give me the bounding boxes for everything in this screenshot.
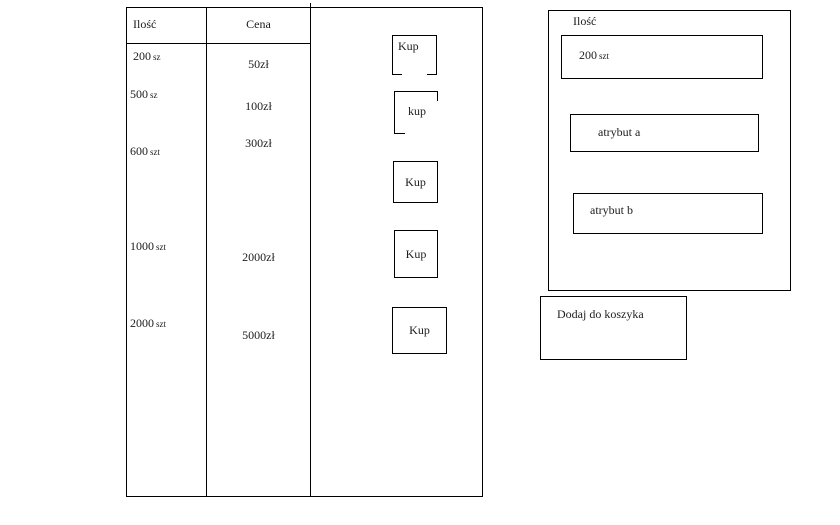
quantity-unit: szt — [150, 147, 160, 157]
quantity-value: 500 — [130, 87, 148, 101]
selected-quantity-unit: szt — [599, 51, 609, 61]
quantity-unit: szt — [156, 242, 166, 252]
price-cell: 2000zł — [242, 250, 275, 264]
table-header-divider — [126, 43, 311, 44]
quantity-value: 600 — [130, 144, 148, 158]
panel-quantity-label: Ilość — [573, 14, 597, 28]
quantity-unit: szt — [156, 319, 166, 329]
column-header-quantity: Ilość — [133, 17, 157, 31]
buy-button-row-5[interactable]: Kup — [392, 307, 447, 354]
quantity-value: 2000 — [130, 316, 154, 330]
table-column-divider-1 — [206, 7, 207, 497]
selected-quantity-value: 200 — [579, 48, 597, 62]
price-cell: 50zł — [248, 57, 269, 71]
price-cell: 100zł — [245, 99, 272, 113]
buy-button-row-3[interactable]: Kup — [393, 161, 438, 203]
quantity-unit: sz — [150, 90, 158, 100]
quantity-unit: sz — [153, 52, 161, 62]
buy-button-row-2[interactable]: kup — [394, 91, 438, 134]
price-cell: 5000zł — [242, 328, 275, 342]
quantity-value: 1000 — [130, 239, 154, 253]
price-cell: 300zł — [245, 136, 272, 150]
column-header-price: Cena — [246, 17, 271, 31]
add-to-cart-button[interactable]: Dodaj do koszyka — [540, 296, 687, 360]
attribute-b-box[interactable]: atrybut b — [573, 193, 763, 234]
table-column-divider-2 — [310, 3, 311, 497]
quantity-value: 200 — [133, 49, 151, 63]
buy-button-row-1[interactable]: Kup — [392, 35, 437, 75]
attribute-a-box[interactable]: atrybut a — [570, 114, 759, 152]
buy-button-row-4[interactable]: Kup — [394, 230, 438, 278]
